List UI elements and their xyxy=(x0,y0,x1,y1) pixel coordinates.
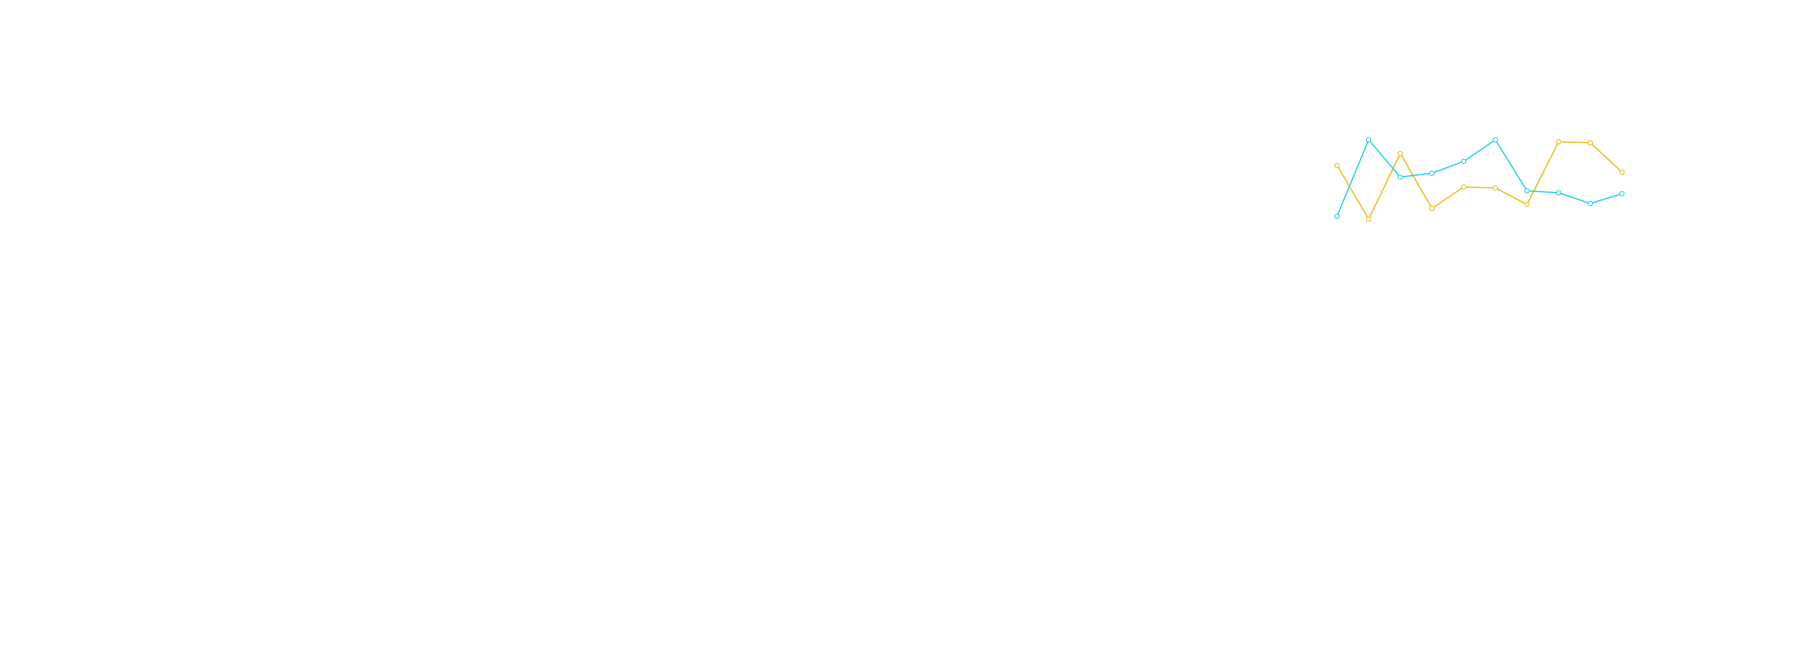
series-0-point-4 xyxy=(1461,184,1467,190)
series-1 xyxy=(1334,137,1625,220)
series-1-point-2 xyxy=(1397,174,1404,180)
series-0-point-1 xyxy=(1366,216,1372,222)
series-1-point-5 xyxy=(1492,137,1499,143)
series-1-point-4 xyxy=(1461,158,1467,165)
series-0-point-9 xyxy=(1619,169,1625,175)
series-1-point-0 xyxy=(1334,213,1340,220)
series-0-point-3 xyxy=(1429,205,1435,212)
series-0-point-0 xyxy=(1334,162,1340,169)
series-1-point-7 xyxy=(1556,190,1562,196)
series-0-point-8 xyxy=(1587,140,1594,146)
series-1-point-6 xyxy=(1524,188,1530,194)
series-1-point-1 xyxy=(1366,137,1372,143)
series-1-point-3 xyxy=(1429,170,1435,176)
series-1-point-8 xyxy=(1587,200,1594,207)
series-layer xyxy=(1334,137,1625,222)
series-1-line xyxy=(1336,139,1623,217)
series-0 xyxy=(1334,139,1625,222)
series-0-point-2 xyxy=(1397,150,1404,157)
series-1-point-9 xyxy=(1619,191,1625,197)
series-0-point-6 xyxy=(1524,201,1530,208)
series-0-point-7 xyxy=(1556,139,1562,145)
series-0-point-5 xyxy=(1492,185,1499,191)
series-0-line xyxy=(1336,141,1623,220)
